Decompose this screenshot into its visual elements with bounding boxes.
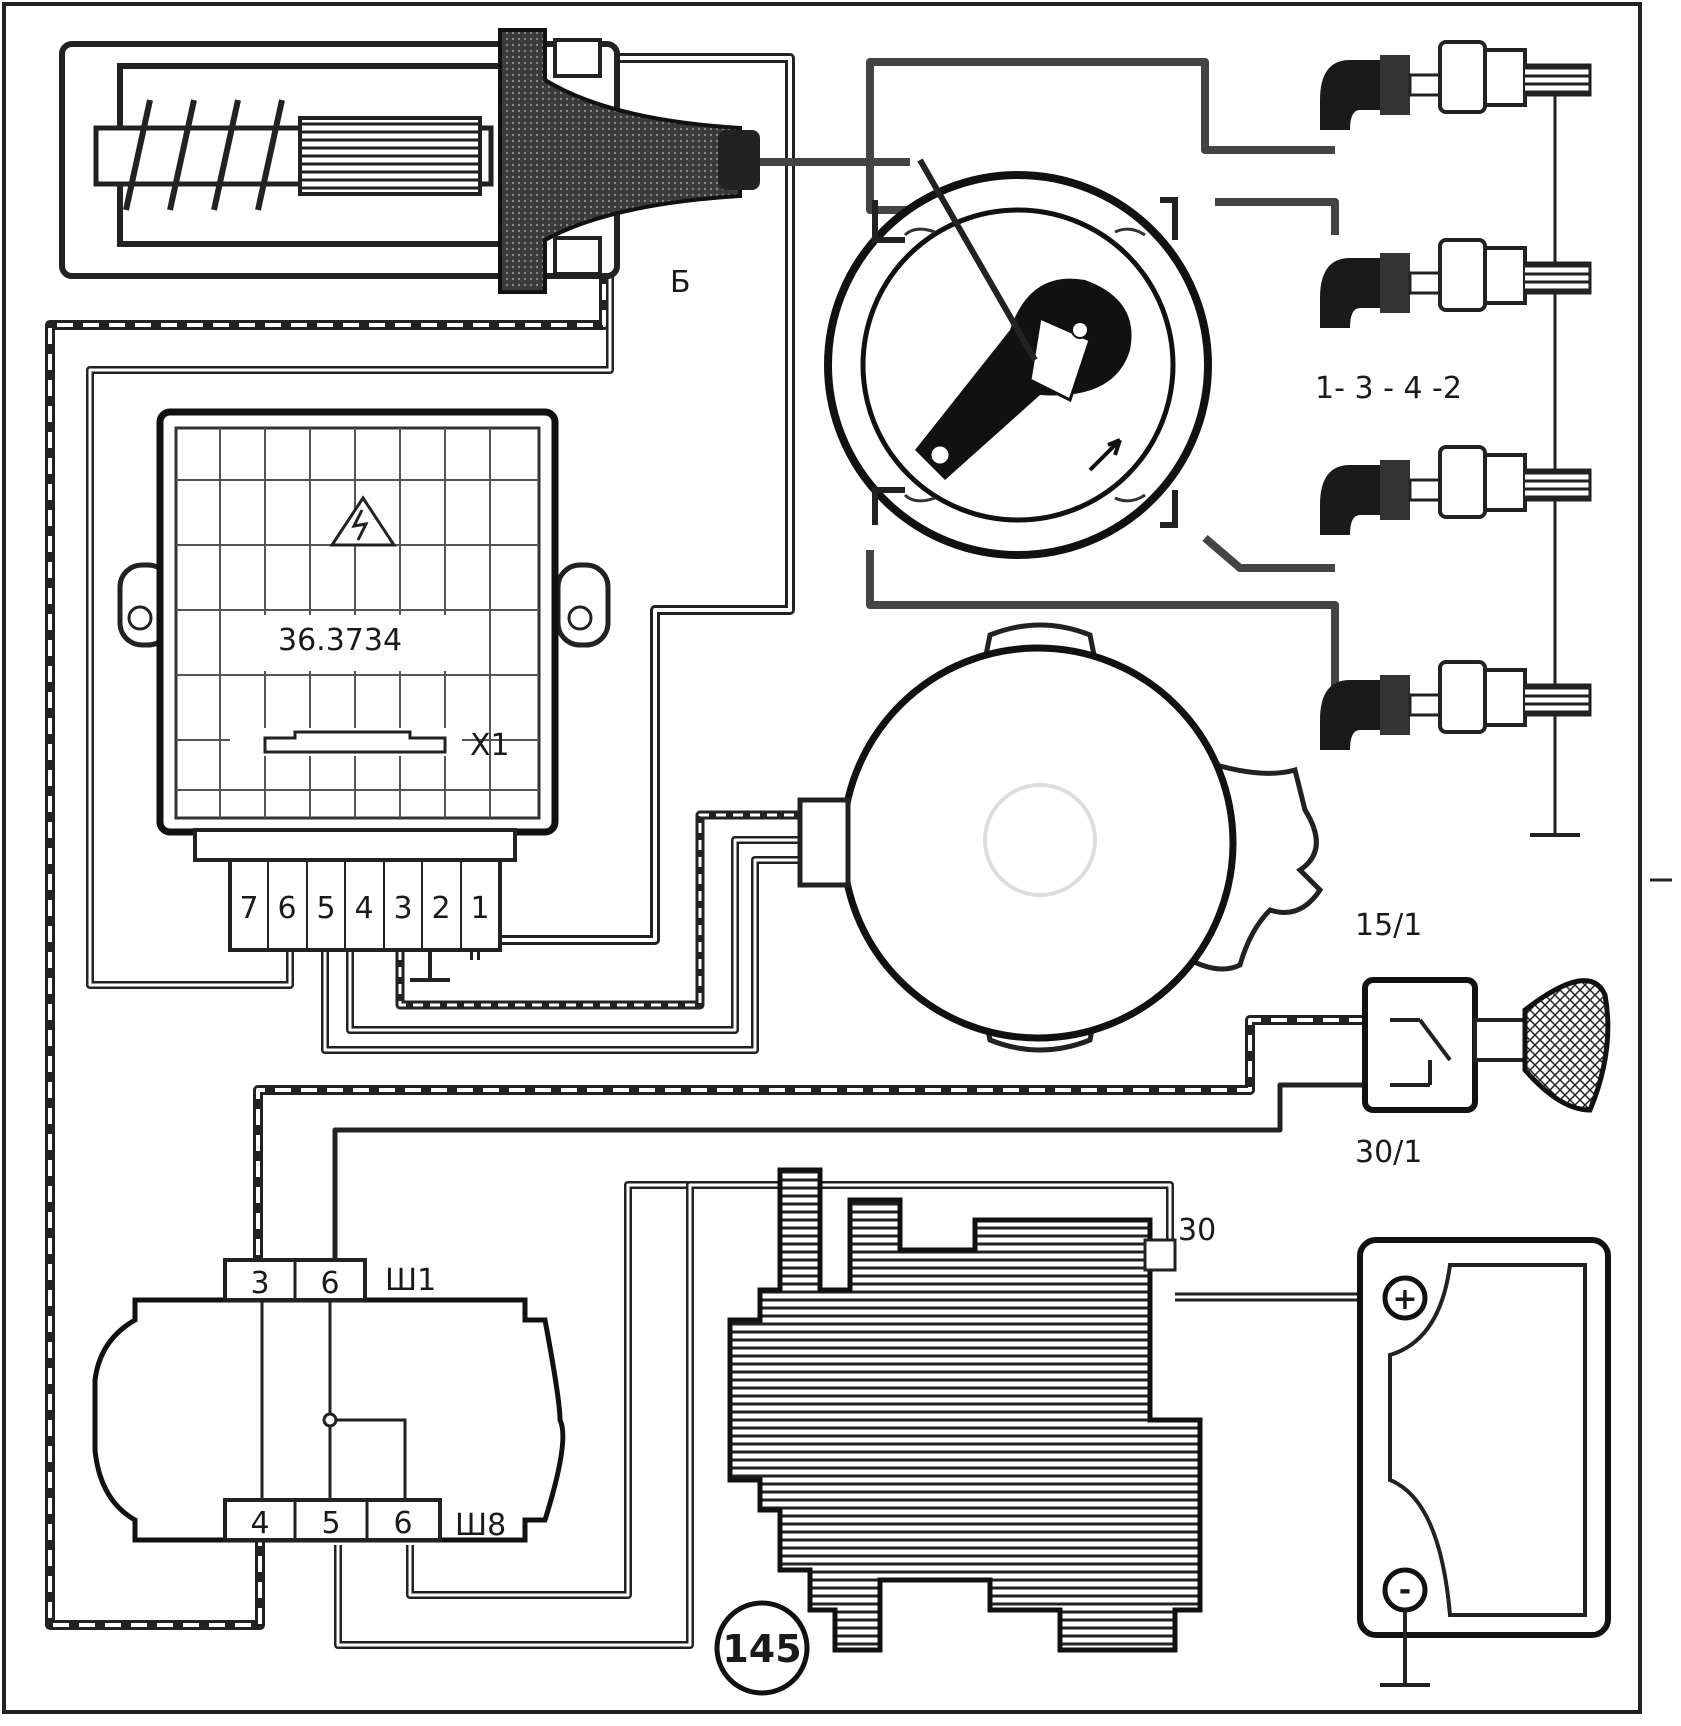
generator: 30 (727, 1167, 1216, 1653)
battery-ground-symbol (1380, 1610, 1430, 1687)
sensor-label: 15/1 (1355, 908, 1422, 943)
junction-block: 3 6 Ш1 4 5 6 Ш8 (92, 1258, 566, 1543)
block-top-pin: 6 (320, 1266, 339, 1301)
rotation-arrow-icon (1088, 438, 1122, 472)
switch-pin: 5 (316, 891, 335, 926)
ignition-switch-label: 30/1 (1355, 1135, 1422, 1170)
switch-unit-model: 36.3734 (278, 623, 402, 658)
block-bottom-pin: 6 (393, 1506, 412, 1541)
block-top-connector: Ш1 (385, 1263, 436, 1298)
switch-pin: 4 (354, 891, 373, 926)
battery-negative-terminal: - (1399, 1573, 1411, 1608)
distributor-cap (824, 158, 1212, 559)
figure-number-badge: 145 (714, 1600, 810, 1696)
firing-order-label: 1- 3 - 4 -2 (1315, 371, 1462, 406)
ignition-switch: 30/1 (1355, 977, 1611, 1170)
switch-pin: 1 (470, 891, 489, 926)
block-bottom-connector: Ш8 (455, 1508, 506, 1543)
spark-plugs: 1- 3 - 4 -2 (1315, 40, 1592, 750)
ignition-switch-unit: 36.3734 X1 7 6 5 4 3 2 1 (117, 408, 611, 982)
switch-pin: 2 (431, 891, 450, 926)
switch-pin: 6 (277, 891, 296, 926)
figure-number: 145 (722, 1627, 801, 1671)
battery-positive-terminal: + (1392, 1282, 1417, 1317)
connector-x1-icon (263, 730, 447, 754)
spark-plug (1320, 238, 1592, 328)
block-bottom-pin: 4 (250, 1506, 269, 1541)
generator-terminal-label: 30 (1178, 1213, 1216, 1248)
block-top-pin: 3 (250, 1266, 269, 1301)
spark-plug (1320, 40, 1592, 130)
switch-pin: 3 (393, 891, 412, 926)
figure-frame (2, 2, 1642, 1714)
ignition-coil: Б (59, 28, 760, 300)
spark-plug (1320, 445, 1592, 535)
switch-pin: 7 (239, 891, 258, 926)
block-bottom-pin: 5 (321, 1506, 340, 1541)
high-voltage-warning-icon (329, 495, 397, 547)
battery: + - (1357, 1237, 1611, 1687)
distributor-sensor: 15/1 (797, 622, 1422, 1053)
key-icon (1522, 978, 1611, 1113)
switch-connector-label: X1 (470, 728, 510, 763)
ground-symbol (410, 950, 450, 982)
spark-plug (1320, 660, 1592, 750)
wires (45, 53, 1580, 1649)
coil-terminal-label: Б (670, 265, 691, 300)
